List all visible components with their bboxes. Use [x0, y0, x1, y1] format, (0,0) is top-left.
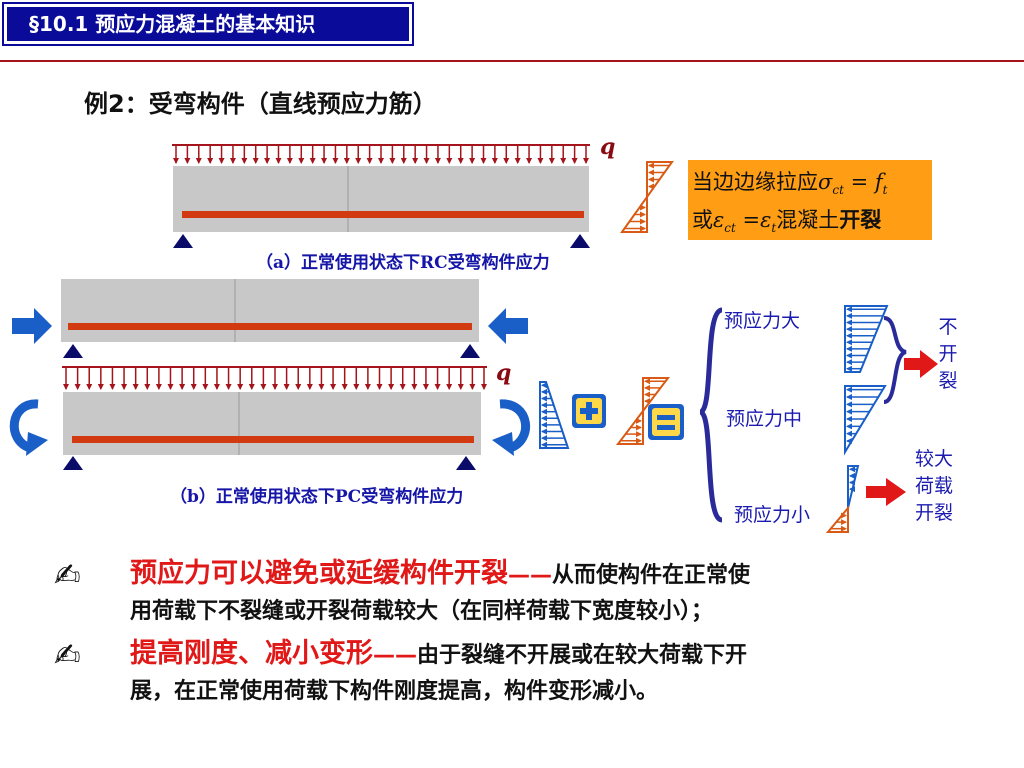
caption-b: （b）正常使用状态下PC受弯构件应力	[170, 487, 464, 507]
outcome-crack: 较大荷载开裂	[914, 448, 953, 524]
example-prefix: 例	[84, 90, 108, 118]
force-arrow-icon	[488, 308, 528, 344]
red-arrow-icon	[866, 478, 906, 506]
pc-beam-body-1	[61, 279, 479, 342]
force-arrow-icon	[12, 308, 52, 344]
support-triangle-icon	[456, 456, 476, 470]
pen-bullet-icon: ✍	[54, 556, 81, 594]
support-triangle-icon	[63, 344, 83, 358]
rc-tendon	[182, 211, 584, 218]
rc-beam-body	[173, 166, 589, 232]
plus-sign	[572, 394, 606, 428]
caption-a: （a）正常使用状态下RC受弯构件应力	[256, 253, 550, 273]
distributed-load-b	[63, 368, 487, 390]
moment-arrow-icon	[492, 399, 530, 456]
example-number: 2	[108, 90, 125, 118]
pc-tendon-2	[72, 436, 474, 443]
pc-tendon-1	[68, 323, 472, 330]
support-triangle-icon	[570, 234, 590, 248]
example-heading: 例2：受弯构件（直线预应力筋）	[84, 84, 437, 119]
case-label-small: 预应力小	[734, 504, 811, 526]
pc-beam-body-2	[63, 392, 481, 455]
prestress-stress-diagram	[539, 381, 570, 449]
moment-arrow-icon	[9, 399, 48, 456]
rc-stress-arrows	[624, 162, 670, 232]
equals-sign	[648, 404, 684, 440]
small-brace	[883, 316, 907, 404]
load-stress-arrows	[620, 378, 666, 444]
load-label-b: q	[496, 360, 512, 386]
distributed-load-a	[173, 146, 589, 164]
case-label-large: 预应力大	[724, 310, 801, 332]
load-label-a: q	[600, 134, 616, 160]
support-triangle-icon	[173, 234, 193, 248]
result-brace	[698, 307, 724, 523]
title-divider	[0, 60, 1024, 62]
result-diagram-large	[844, 305, 889, 373]
prestress-stress-arrows	[541, 382, 567, 448]
support-triangle-icon	[63, 456, 83, 470]
example-colon: ：	[124, 90, 149, 118]
crack-condition-box: 当边边缘拉应σct = ft 或εct =εt混凝土开裂	[688, 160, 932, 240]
pen-bullet-icon: ✍	[54, 636, 81, 674]
result-diagram-small	[825, 465, 860, 533]
rc-stress-diagram	[620, 161, 674, 233]
bullet-1: 预应力可以避免或延缓构件开裂——从而使构件在正常使 用荷载下不裂缝或开裂荷载较大…	[130, 558, 751, 624]
support-triangle-icon	[460, 344, 480, 358]
pc-beam-loaded	[9, 366, 530, 470]
result-diagram-medium	[844, 385, 887, 456]
page-title: §10.1 预应力混凝土的基本知识	[2, 2, 414, 46]
load-stress-diagram	[615, 377, 671, 445]
case-label-medium: 预应力中	[726, 408, 803, 430]
outcome-no-crack: 不开裂	[938, 316, 958, 392]
rc-beam	[172, 144, 590, 248]
bullet-2: 提高刚度、减小变形——由于裂缝不开展或在较大荷载下开 展，在正常使用荷载下构件刚…	[130, 638, 748, 704]
pc-beam-prestress	[12, 279, 528, 358]
red-arrow-icon	[904, 350, 938, 378]
example-title: 受弯构件（直线预应力筋）	[148, 90, 437, 118]
